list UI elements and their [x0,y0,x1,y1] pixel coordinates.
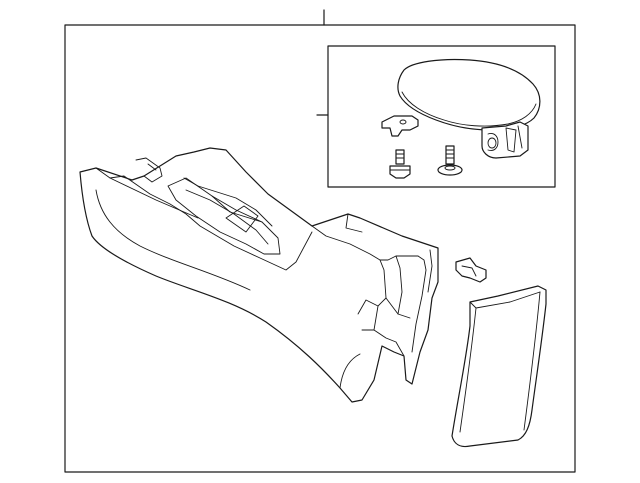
side-trim-panel [451,285,547,448]
inset-frame [327,45,556,188]
outer-frame [64,24,576,473]
console-body [79,147,439,403]
armrest-lid [397,58,541,131]
lid-mounting-plate [381,115,419,137]
lid-hinge-bracket [481,121,529,159]
retainer-clip [455,257,487,283]
bolt-right [437,145,463,176]
bolt-left [389,149,411,179]
